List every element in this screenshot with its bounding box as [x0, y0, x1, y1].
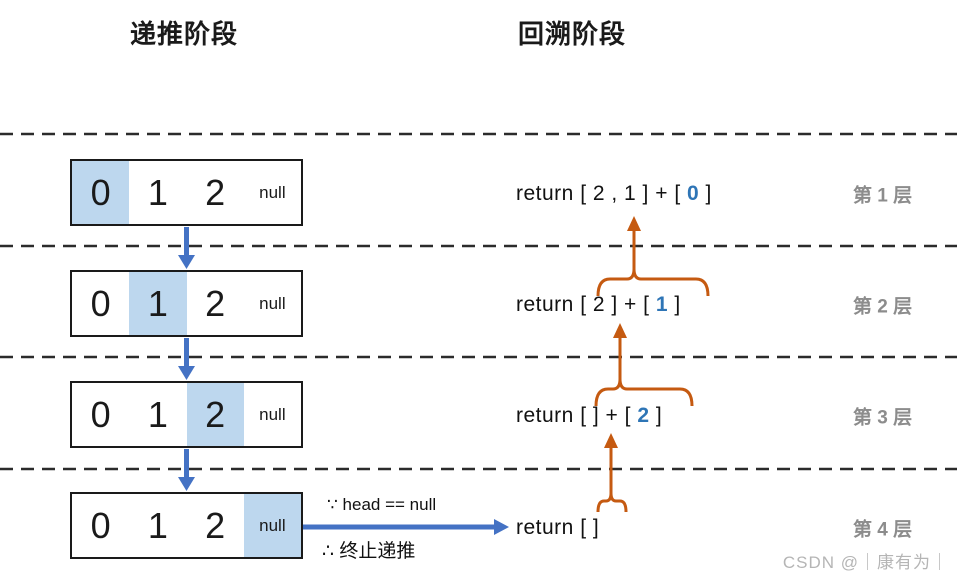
list-box-level-2: 0 1 2 null	[70, 270, 303, 337]
list-cell-null: null	[243, 494, 301, 557]
list-cell-1: 1	[147, 171, 168, 213]
return-text-suffix: ]	[699, 182, 712, 205]
list-cell-2: 2	[205, 504, 226, 546]
return-text: return [ 2 ] + [	[516, 293, 656, 316]
list-cell-null: null	[259, 404, 286, 424]
down-arrow-3	[178, 449, 195, 491]
backtrack-connector-1	[596, 216, 710, 297]
backtrack-connector-2	[594, 323, 694, 407]
level-label-1: 第 1 层	[853, 185, 913, 207]
return-text: return [ 2 , 1 ] + [	[516, 182, 687, 205]
return-text: return [ ]	[516, 516, 600, 539]
return-value: 2	[637, 404, 650, 427]
csdn-watermark: CSDN @｜康有为｜	[782, 553, 949, 572]
list-cell-null: null	[259, 182, 286, 202]
list-cell-2: 2	[205, 282, 226, 324]
return-statement-4: return [ ]	[516, 516, 599, 540]
list-cell-2: 2	[205, 171, 226, 213]
return-text-suffix: ]	[649, 404, 663, 427]
backtrack-connector-3	[596, 433, 628, 513]
backtrack-phase-title: 回溯阶段	[518, 19, 627, 49]
list-cell-1: 1	[147, 504, 168, 546]
list-cell-2: 2	[186, 383, 244, 446]
annotation-head-equals-null: ∵ head == null	[327, 495, 437, 514]
return-statement-2: return [ 2 ] + [ 1 ]	[516, 293, 681, 317]
level-label-2: 第 2 层	[853, 296, 913, 318]
return-value: 0	[687, 182, 700, 205]
annotation-stop-recursion: ∴ 终止递推	[322, 541, 416, 562]
level-label-3: 第 3 层	[853, 407, 913, 429]
list-box-level-4: 0 1 2 null	[70, 492, 303, 559]
level-label-4: 第 4 层	[853, 519, 913, 541]
return-statement-1: return [ 2 , 1 ] + [ 0 ]	[516, 182, 712, 206]
list-cell-1: 1	[129, 272, 187, 335]
return-text: return [ ] + [	[516, 404, 638, 427]
list-cell-0: 0	[90, 282, 111, 324]
list-box-level-1: 0 1 2 null	[70, 159, 303, 226]
terminate-arrow	[303, 519, 509, 535]
return-value: 1	[655, 293, 668, 316]
list-cell-0: 0	[72, 161, 130, 224]
return-text-suffix: ]	[668, 293, 681, 316]
down-arrow-2	[178, 338, 195, 380]
return-statement-3: return [ ] + [ 2 ]	[516, 404, 662, 428]
list-cell-1: 1	[147, 393, 168, 435]
list-cell-0: 0	[90, 393, 111, 435]
list-box-level-3: 0 1 2 null	[70, 381, 303, 448]
list-cell-null: null	[259, 293, 286, 313]
list-cell-0: 0	[90, 504, 111, 546]
down-arrow-1	[178, 227, 195, 269]
recursion-phase-title: 递推阶段	[130, 19, 239, 49]
backtrack-connectors	[594, 216, 710, 513]
